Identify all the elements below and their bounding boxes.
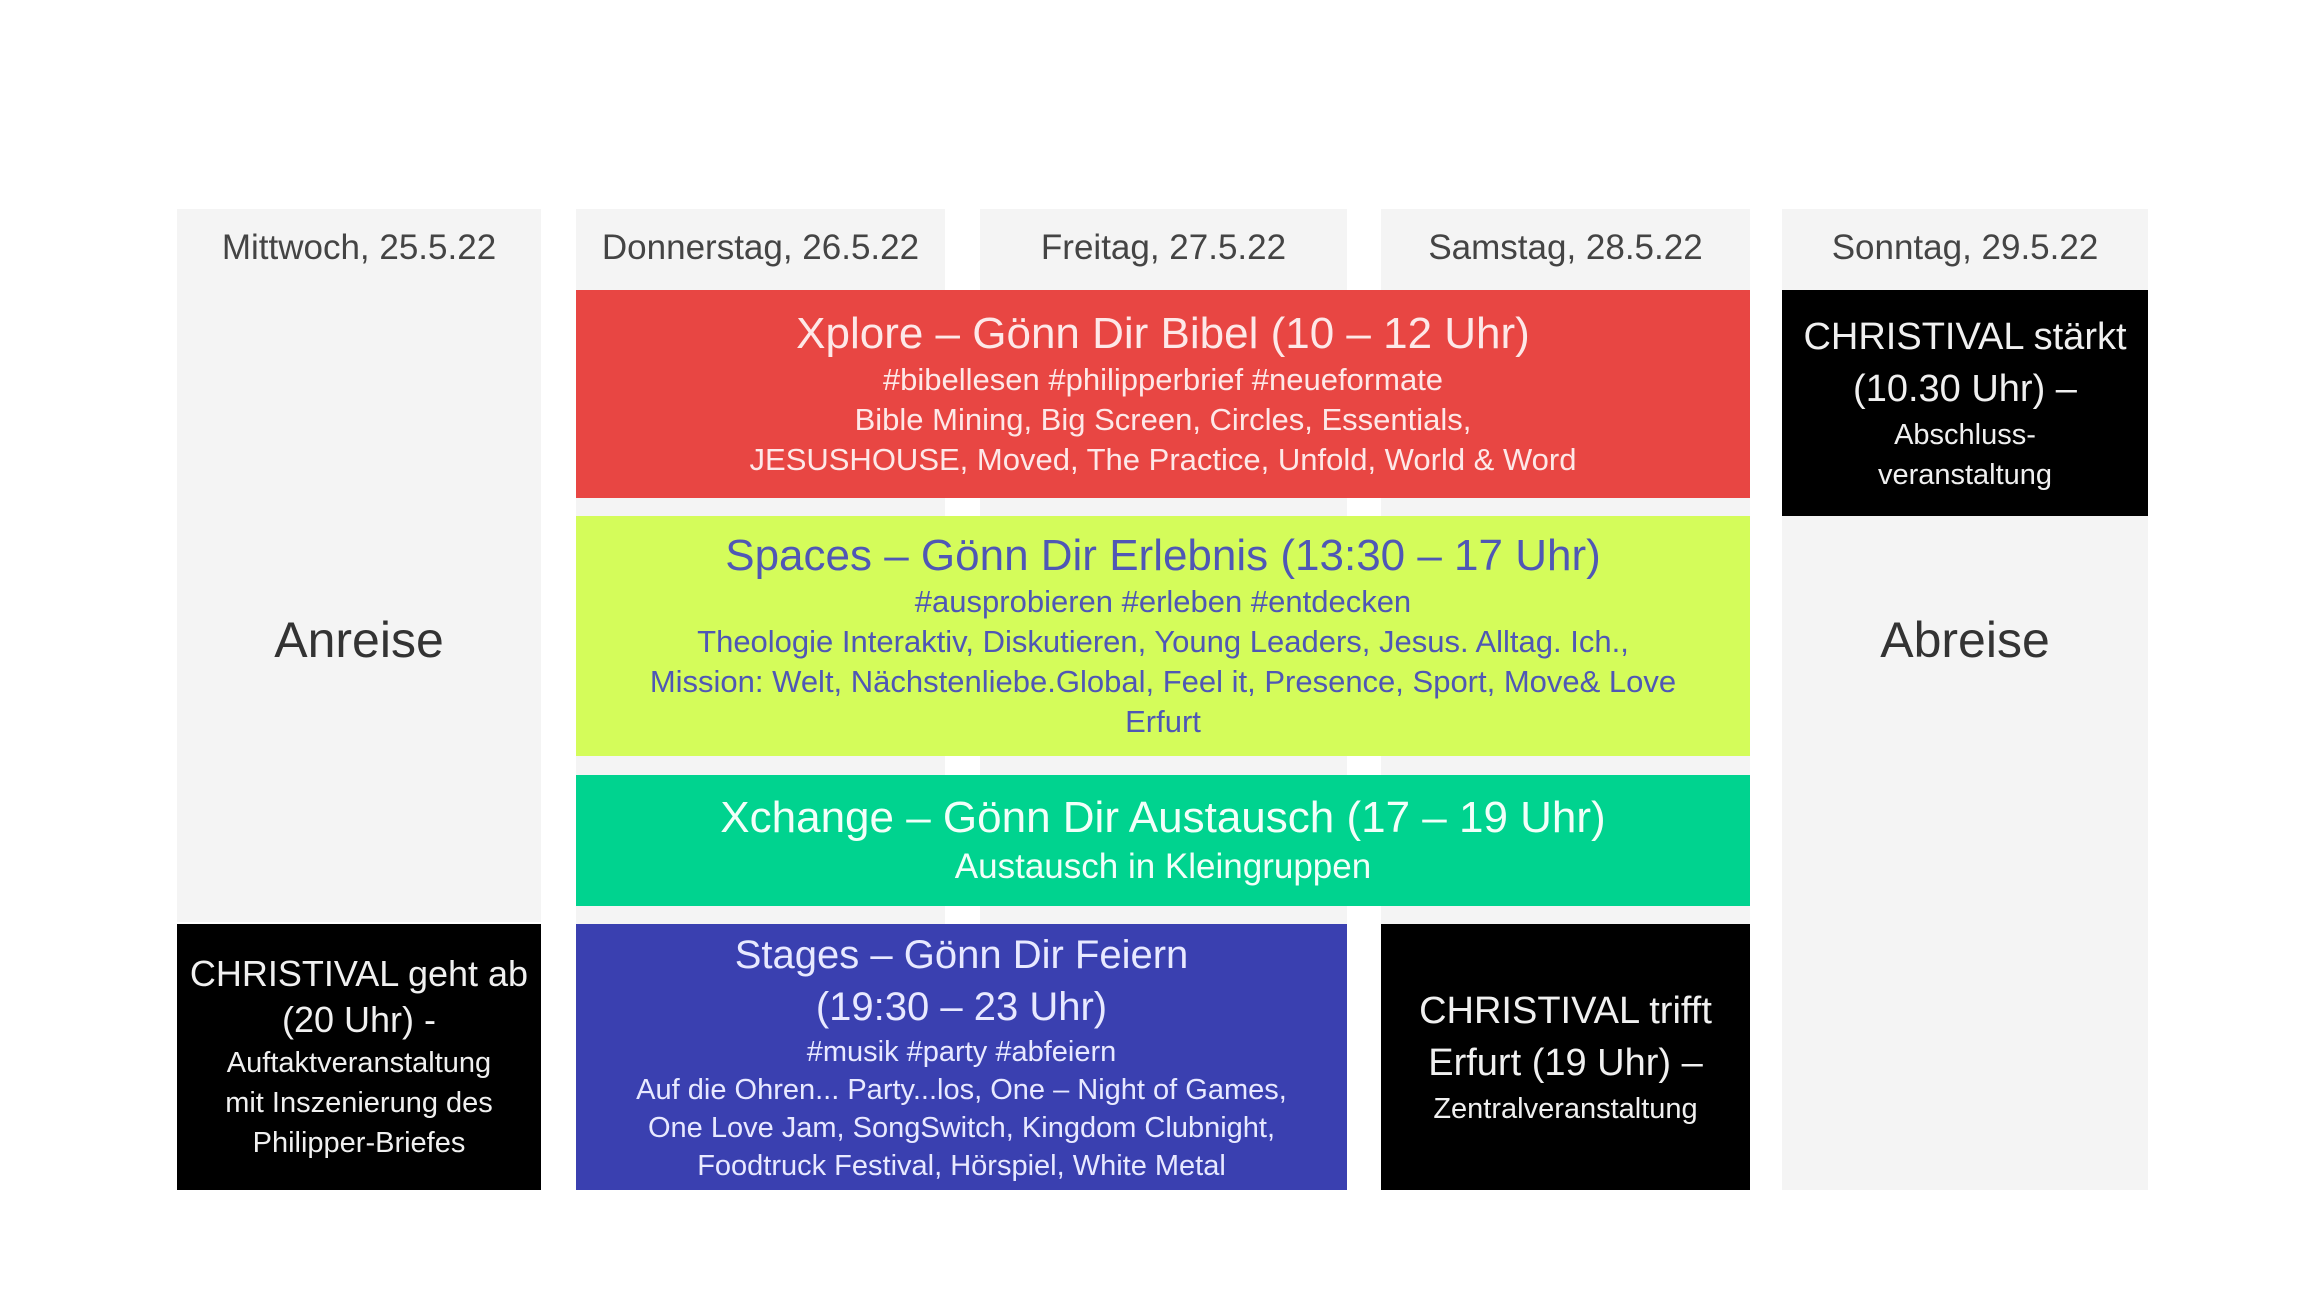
event-title: CHRISTIVAL trifft xyxy=(1419,990,1712,1032)
event-opening[interactable]: CHRISTIVAL geht ab (20 Uhr) - Auftaktver… xyxy=(177,924,541,1190)
event-description: mit Inszenierung des xyxy=(225,1087,493,1119)
event-central[interactable]: CHRISTIVAL trifft Erfurt (19 Uhr) – Zent… xyxy=(1381,924,1750,1190)
event-title: Xchange – Gönn Dir Austausch (17 – 19 Uh… xyxy=(720,792,1606,842)
event-description: Abschluss- xyxy=(1894,419,2036,451)
event-title: Stages – Gönn Dir Feiern xyxy=(734,933,1189,977)
event-tags: #bibellesen #philipperbrief #neueformate xyxy=(882,362,1444,397)
event-title: Erfurt (19 Uhr) – xyxy=(1428,1042,1703,1084)
event-title: (20 Uhr) - xyxy=(281,999,437,1040)
departure-label: Abreise xyxy=(1880,612,2050,668)
event-stages[interactable]: Stages – Gönn Dir Feiern (19:30 – 23 Uhr… xyxy=(576,924,1347,1190)
event-closing[interactable]: CHRISTIVAL stärkt (10.30 Uhr) – Abschlus… xyxy=(1782,290,2148,516)
day-header-friday: Freitag, 27.5.22 xyxy=(1040,228,1287,267)
event-xplore[interactable]: Xplore – Gönn Dir Bibel (10 – 12 Uhr) #b… xyxy=(576,290,1750,498)
arrival-label: Anreise xyxy=(274,612,444,668)
event-title: Xplore – Gönn Dir Bibel (10 – 12 Uhr) xyxy=(796,309,1530,358)
event-subtitle: Austausch in Kleingruppen xyxy=(954,846,1372,886)
day-header-wednesday: Mittwoch, 25.5.22 xyxy=(221,228,497,267)
event-title: (19:30 – 23 Uhr) xyxy=(815,985,1108,1029)
event-formats: Erfurt xyxy=(1125,704,1201,739)
day-header-saturday: Samstag, 28.5.22 xyxy=(1428,228,1703,267)
event-tags: #ausprobieren #erleben #entdecken xyxy=(914,584,1412,619)
event-description: veranstaltung xyxy=(1877,459,2053,491)
event-formats: Bible Mining, Big Screen, Circles, Essen… xyxy=(854,402,1472,437)
event-tags: #musik #party #abfeiern xyxy=(806,1036,1117,1068)
event-formats: Foodtruck Festival, Hörspiel, White Meta… xyxy=(697,1150,1226,1182)
day-header-sunday: Sonntag, 29.5.22 xyxy=(1831,228,2099,267)
event-title: Spaces – Gönn Dir Erlebnis (13:30 – 17 U… xyxy=(725,531,1601,580)
event-xchange[interactable]: Xchange – Gönn Dir Austausch (17 – 19 Uh… xyxy=(576,775,1750,906)
event-description: Auftaktveranstaltung xyxy=(226,1047,492,1079)
event-description: Philipper-Briefes xyxy=(252,1127,466,1159)
column-wednesday xyxy=(177,209,541,922)
event-formats: Mission: Welt, Nächstenliebe.Global, Fee… xyxy=(649,664,1677,699)
event-formats: One Love Jam, SongSwitch, Kingdom Clubni… xyxy=(647,1112,1276,1144)
event-formats: Auf die Ohren... Party...los, One – Nigh… xyxy=(636,1074,1287,1106)
day-header-thursday: Donnerstag, 26.5.22 xyxy=(601,228,920,267)
event-description: Zentralveranstaltung xyxy=(1433,1093,1698,1125)
event-title: (10.30 Uhr) – xyxy=(1853,368,2077,410)
event-spaces[interactable]: Spaces – Gönn Dir Erlebnis (13:30 – 17 U… xyxy=(576,516,1750,756)
event-title: CHRISTIVAL stärkt xyxy=(1803,316,2127,358)
event-formats: Theologie Interaktiv, Diskutieren, Young… xyxy=(697,624,1629,659)
event-title: CHRISTIVAL geht ab xyxy=(189,953,529,994)
event-formats: JESUSHOUSE, Moved, The Practice, Unfold,… xyxy=(749,442,1577,477)
